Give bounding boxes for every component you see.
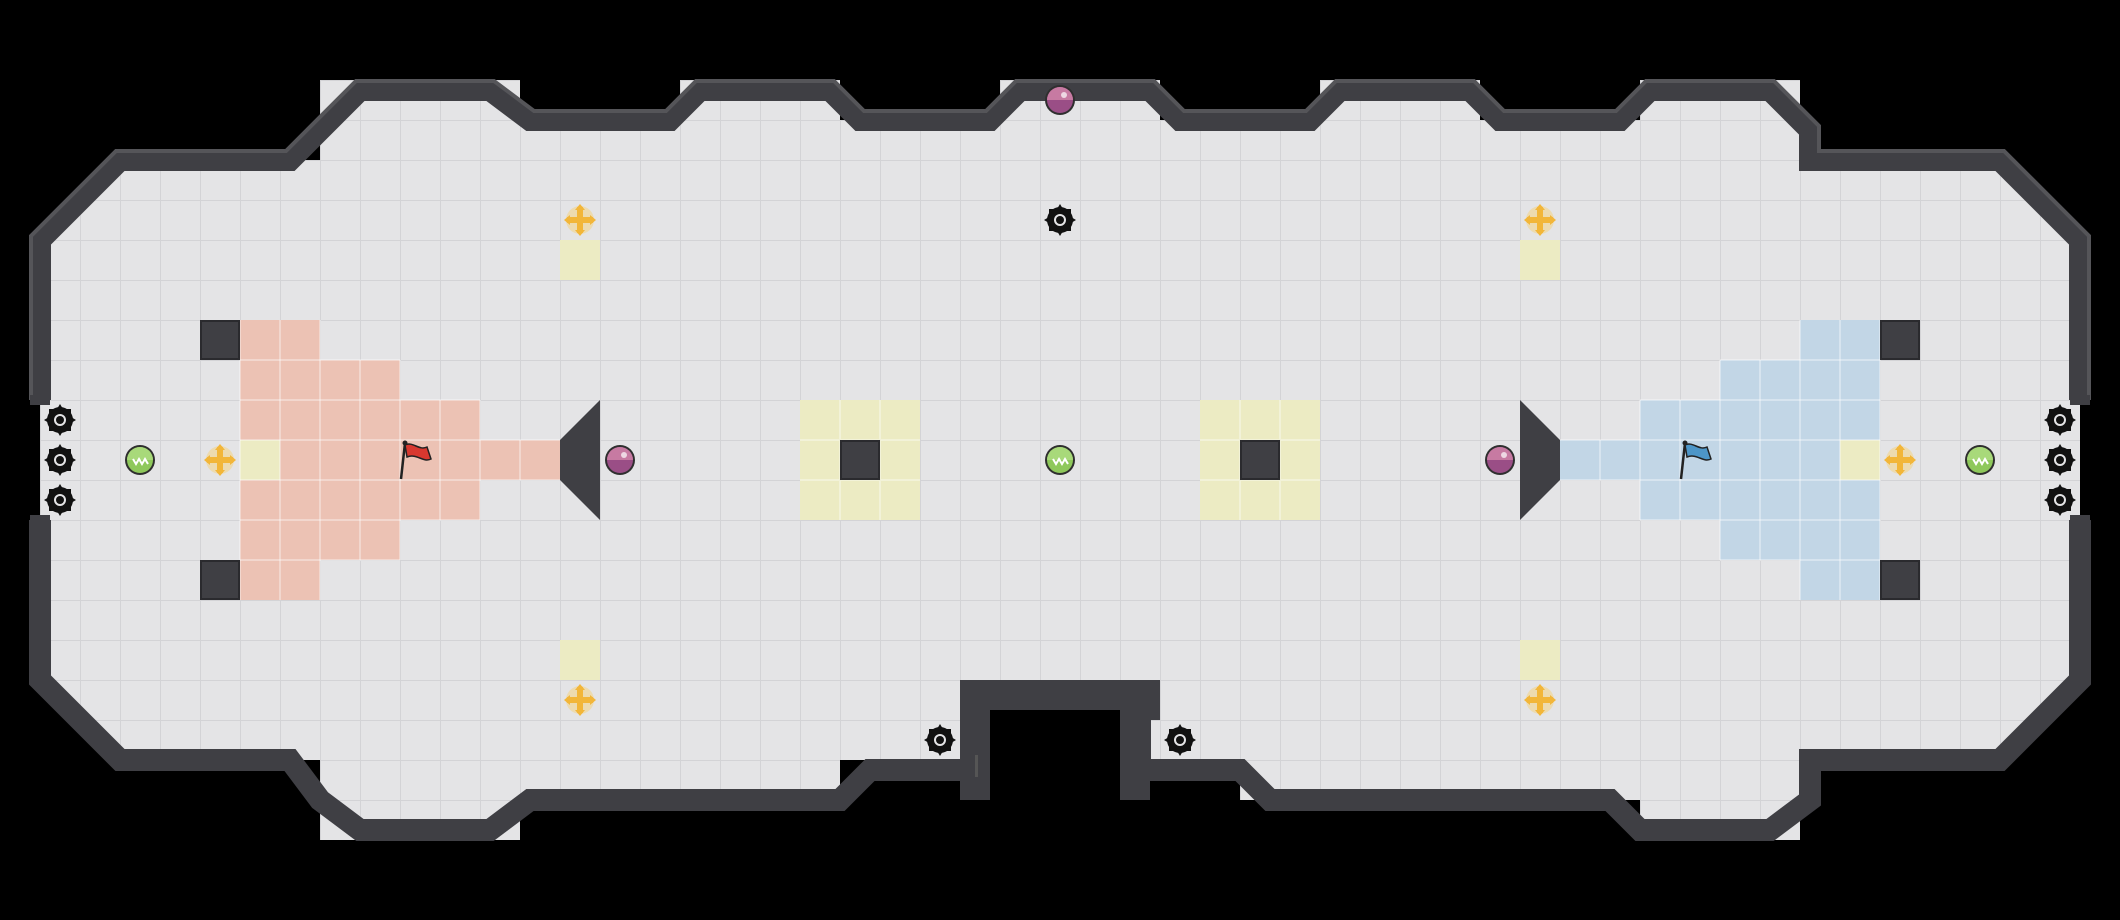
powerup-purple-icon [605,445,635,475]
wall-block [840,440,880,480]
wall-block [1880,560,1920,600]
blue-flag-icon [1679,440,1712,480]
red-flag-icon [399,440,432,480]
wall-block [200,320,240,360]
blue-team-zone [1560,320,1880,600]
powerup-purple-icon [1045,85,1075,115]
powerup-green-icon [1964,444,1996,476]
wall-block [200,560,240,600]
wall-blocks [200,320,1920,600]
gates [560,400,1560,520]
center-bottom-notch [960,680,1160,820]
powerup-green-icon [124,444,156,476]
side-openings [0,400,2120,520]
powerup-green-icon [1044,444,1076,476]
wall-block [1880,320,1920,360]
red-gate [560,400,600,520]
grid-overlay [239,320,1881,600]
blue-gate [1520,400,1560,520]
powerup-purple-icon [1485,445,1515,475]
wall-highlights [29,79,2091,400]
neutral-tiles [240,240,1880,680]
wall-block [1240,440,1280,480]
